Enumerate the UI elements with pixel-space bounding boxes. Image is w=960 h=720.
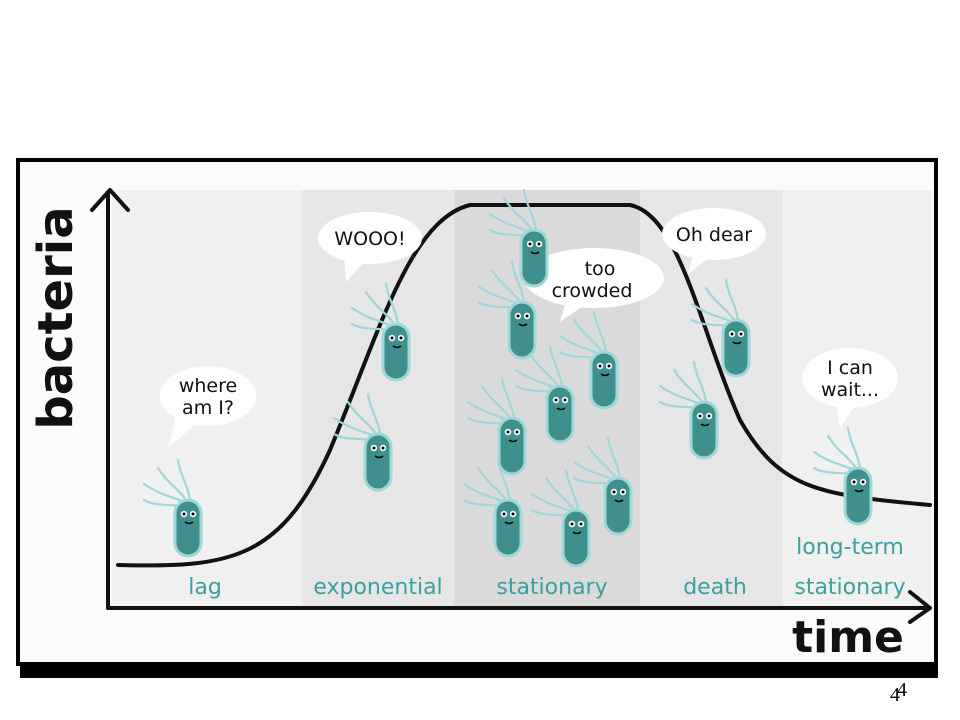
x-axis-label: time (792, 612, 904, 663)
page-number: 4 (897, 679, 907, 701)
axes (90, 188, 932, 624)
bubble-stationary-line-1: too (585, 258, 616, 280)
growth-curve (116, 203, 932, 568)
diagram-bottom-band (20, 662, 938, 678)
phase-label-exponential: exponential (313, 575, 442, 600)
bubble-long-term-line-1: I can (827, 357, 873, 379)
bubble-exponential: WOOO! (318, 212, 422, 282)
bubble-death-text: Oh dear (676, 224, 752, 246)
phase-label-long-term: long-term (796, 535, 904, 560)
bubble-death: Oh dear (662, 208, 766, 274)
y-axis-label: bacteria (28, 206, 84, 429)
phase-label-lag: lag (188, 575, 222, 600)
bubble-stationary: too crowded (524, 248, 664, 322)
bubble-long-term: I can wait... (802, 348, 898, 428)
phase-label-death: death (683, 575, 747, 600)
bubble-lag-line-2: am I? (182, 397, 234, 419)
bubble-exponential-text: WOOO! (334, 228, 405, 250)
bubble-stationary-line-2: crowded (552, 280, 633, 302)
page-number-shadow: 4 (890, 684, 900, 706)
phase-label-stationary: stationary (496, 575, 607, 600)
bubble-lag: where am I? (160, 366, 256, 448)
bubble-long-term-line-2: wait... (821, 379, 879, 401)
bubble-lag-line-1: where (179, 375, 237, 397)
phase-label-long-term-stationary: stationary (794, 575, 905, 600)
